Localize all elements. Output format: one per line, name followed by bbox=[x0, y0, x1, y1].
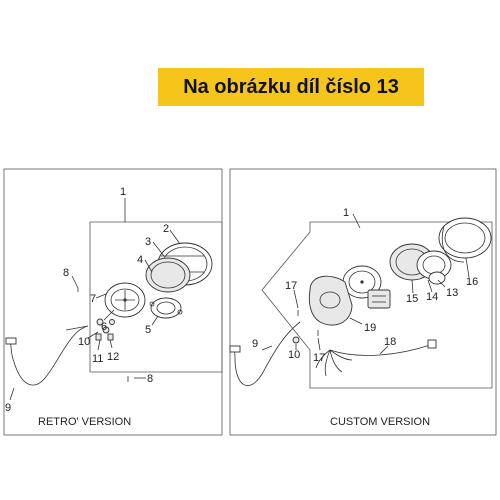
custom-label-17b: 17 bbox=[313, 352, 325, 364]
retro-housing bbox=[145, 257, 191, 293]
custom-label-1: 1 bbox=[343, 207, 349, 219]
retro-label-8a: 8 bbox=[63, 267, 69, 279]
custom-speedometer-cable bbox=[229, 321, 301, 386]
retro-assembly-box bbox=[89, 221, 223, 373]
custom-gauge-housing bbox=[389, 243, 452, 285]
custom-label-9: 9 bbox=[252, 338, 258, 350]
custom-label-18: 18 bbox=[384, 336, 396, 348]
retro-speedometer-cable bbox=[5, 325, 89, 386]
custom-assembly-box bbox=[261, 221, 493, 389]
custom-back-shell bbox=[308, 275, 353, 326]
custom-wiring-harness bbox=[315, 339, 437, 377]
custom-part-labels: 1 9 10 13 14 15 16 17 17 18 19 bbox=[252, 207, 478, 364]
retro-label-11: 11 bbox=[92, 353, 103, 365]
retro-label-1: 1 bbox=[120, 186, 126, 198]
retro-label-10: 10 bbox=[78, 336, 90, 348]
custom-label-19: 19 bbox=[364, 322, 376, 334]
custom-label-14: 14 bbox=[426, 291, 438, 303]
custom-screws bbox=[297, 310, 319, 336]
retro-speedometer bbox=[104, 282, 146, 318]
retro-label-7: 7 bbox=[90, 293, 96, 305]
retro-small-parts bbox=[77, 288, 129, 382]
custom-version-caption: CUSTOM VERSION bbox=[330, 416, 430, 428]
custom-panel-frame bbox=[229, 168, 497, 436]
banner-text: Na obrázku díl číslo 13 bbox=[183, 75, 399, 98]
retro-bracket bbox=[149, 297, 183, 319]
retro-label-2: 2 bbox=[163, 223, 169, 235]
retro-label-4: 4 bbox=[137, 254, 143, 266]
retro-label-12: 12 bbox=[107, 351, 119, 363]
custom-label-15: 15 bbox=[406, 293, 418, 305]
custom-version-panel: 1 9 10 13 14 15 16 17 17 18 19 CUSTOM VE… bbox=[229, 168, 497, 436]
retro-version-panel: 1 2 3 4 5 6 7 8 8 9 10 11 12 RETRO' VERS… bbox=[3, 168, 223, 436]
retro-leader-lines bbox=[9, 198, 181, 401]
custom-label-17a: 17 bbox=[285, 280, 297, 292]
custom-leader-lines bbox=[261, 213, 470, 355]
retro-label-6: 6 bbox=[101, 321, 107, 333]
retro-label-5: 5 bbox=[145, 324, 151, 336]
custom-outer-cover bbox=[438, 217, 492, 263]
custom-speedometer bbox=[342, 265, 391, 309]
custom-label-10: 10 bbox=[288, 349, 300, 361]
custom-label-13: 13 bbox=[446, 287, 458, 299]
retro-label-3: 3 bbox=[145, 236, 151, 248]
retro-label-9: 9 bbox=[5, 402, 11, 414]
retro-version-caption: RETRO' VERSION bbox=[38, 416, 131, 428]
retro-label-8b: 8 bbox=[147, 373, 153, 385]
retro-part-labels: 1 2 3 4 5 6 7 8 8 9 10 11 12 bbox=[5, 186, 169, 414]
custom-label-16: 16 bbox=[466, 276, 478, 288]
part-number-banner: Na obrázku díl číslo 13 bbox=[158, 68, 424, 106]
